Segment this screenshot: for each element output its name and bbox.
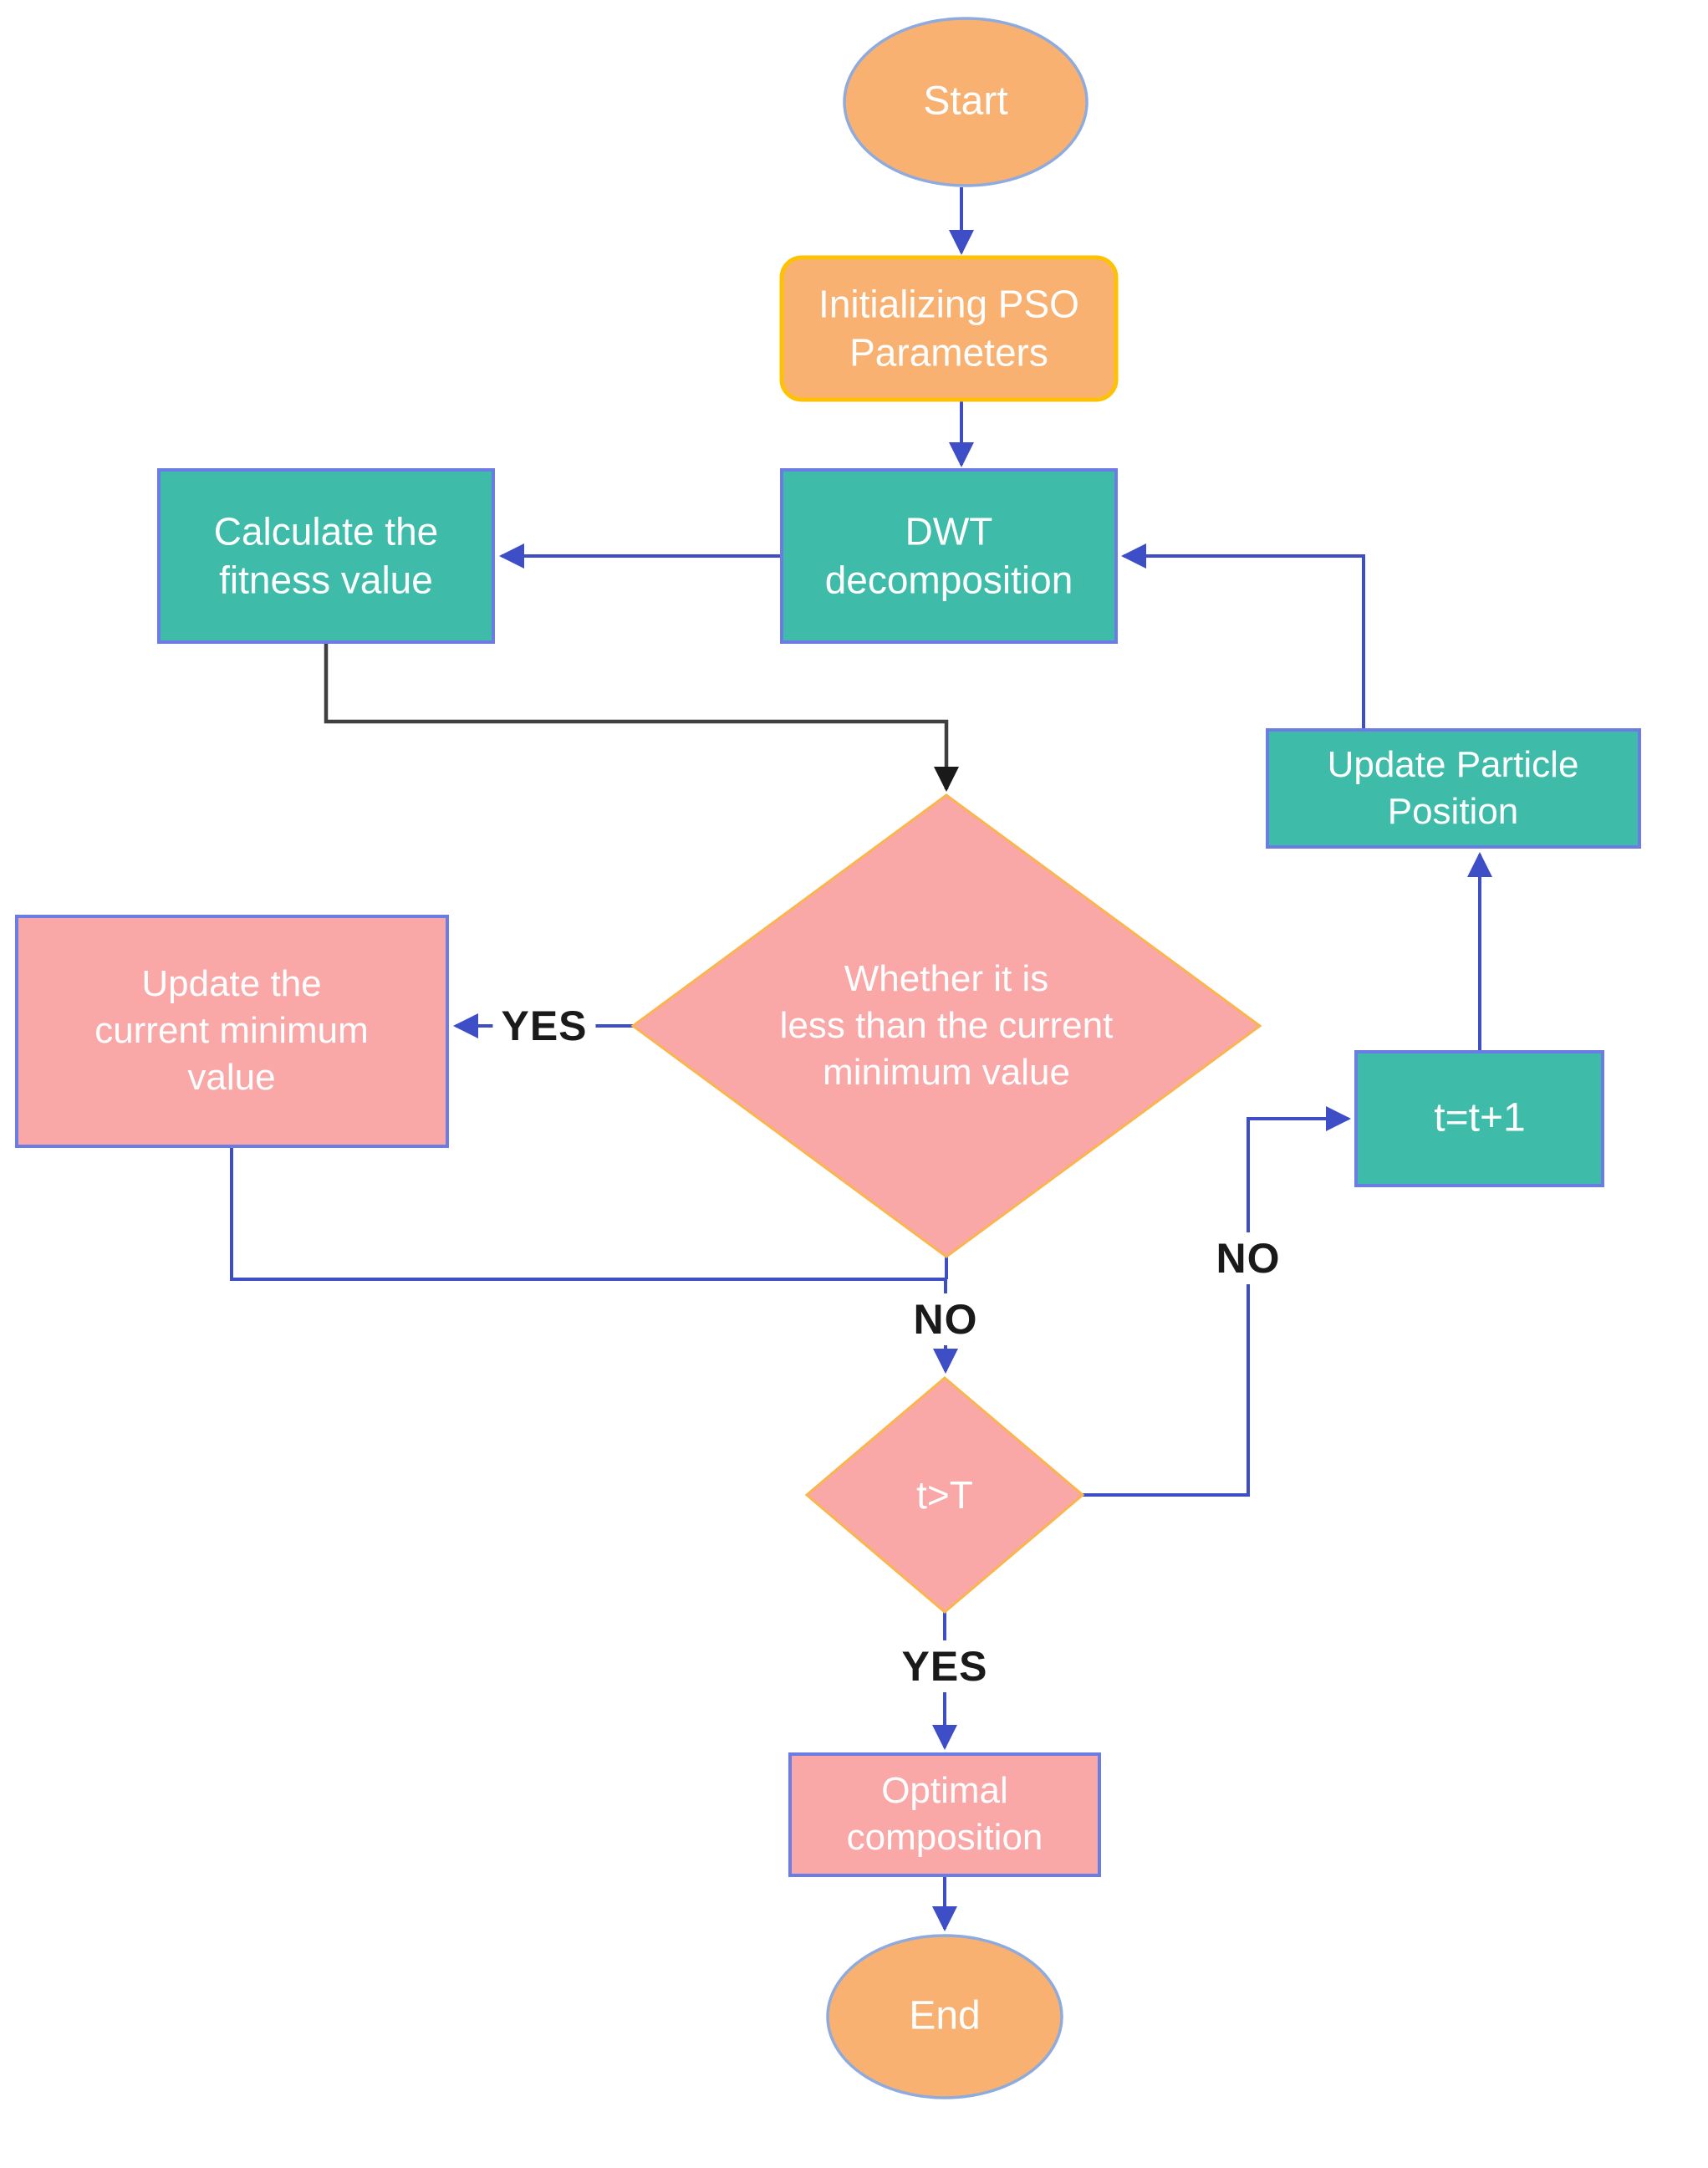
decision-t-label: t>T [916, 1472, 973, 1517]
update-min-process-shape [15, 915, 449, 1148]
optimal-label: Optimal composition [846, 1770, 1043, 1858]
start-label: Start [923, 79, 1008, 124]
update-particle-process-shape [1266, 728, 1641, 849]
edge-update-particle-to-dwt [1121, 543, 1365, 730]
edge-label-no-right: NO [1207, 1232, 1289, 1284]
init-process-shape [779, 255, 1119, 402]
decision-min-diamond-shape [630, 793, 1262, 1258]
end-label: End [909, 1993, 981, 2038]
edge-decision-t-no-to-increment [1083, 1106, 1351, 1497]
edge-label-yes-bottom: YES [893, 1640, 997, 1692]
calc-label: Calculate the fitness value [213, 509, 439, 602]
calc-process-shape [157, 468, 495, 644]
edge-label-no-center: NO [905, 1293, 987, 1345]
dwt-process-shape [780, 468, 1118, 644]
optimal-process-shape [788, 1752, 1101, 1877]
increment-label: t=t+1 [1434, 1095, 1526, 1140]
init-label: Initializing PSO Parameters [818, 282, 1079, 375]
update-particle-label: Update Particle Position [1327, 744, 1579, 832]
edge-update-to-junction [230, 1146, 946, 1281]
start-terminal-shape [843, 17, 1089, 187]
edge-calc-to-decision [324, 642, 959, 792]
end-terminal-shape [826, 1934, 1063, 2099]
update-min-label: Update the current minimum value [94, 963, 369, 1098]
increment-process-shape [1354, 1050, 1604, 1187]
decision-min-label: Whether it is less than the current mini… [779, 958, 1114, 1093]
decision-t-diamond-shape [804, 1376, 1085, 1614]
dwt-label: DWT decomposition [824, 509, 1073, 602]
edge-label-yes-left: YES [492, 1000, 596, 1052]
